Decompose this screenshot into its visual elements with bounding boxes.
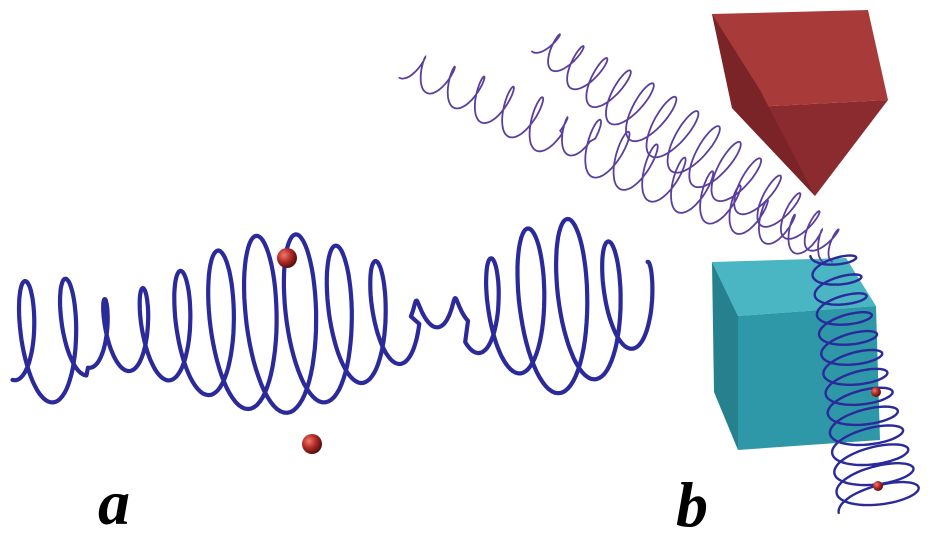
panel-label-b: b <box>676 469 708 540</box>
panel-label-a: a <box>98 467 130 538</box>
cube <box>712 258 880 450</box>
bead-bottom <box>302 434 322 454</box>
helix-b-lower <box>531 33 840 263</box>
bead-b-1 <box>871 387 881 397</box>
pyramid-side-face <box>712 14 815 196</box>
cube-side-face <box>712 262 738 450</box>
pyramid <box>712 10 888 196</box>
helix-b-stretched <box>809 254 920 514</box>
cube-top-face <box>712 258 876 316</box>
bead-b-2 <box>873 481 883 491</box>
bead-top <box>277 248 297 268</box>
helix-a <box>10 216 655 415</box>
panel-b: b <box>398 10 920 540</box>
cube-front-face <box>738 306 880 450</box>
panel-a: a <box>10 216 655 538</box>
pyramid-top-face <box>712 10 888 108</box>
